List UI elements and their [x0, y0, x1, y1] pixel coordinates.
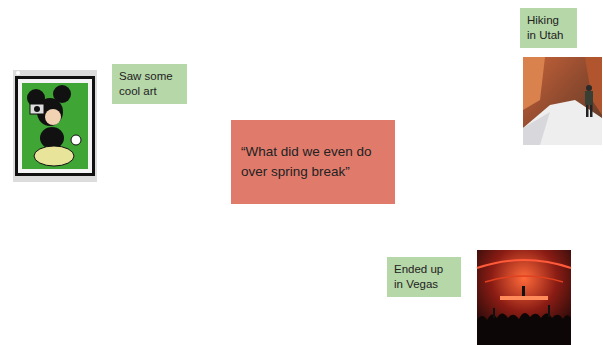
performer	[522, 286, 525, 296]
canyon-walls	[523, 57, 602, 145]
green-canvas	[22, 83, 88, 169]
caption-box: Ended up in Vegas	[387, 257, 461, 297]
picture-mat	[18, 79, 92, 173]
camera-lens	[34, 106, 40, 112]
hiker-head	[586, 85, 592, 91]
stage-light	[477, 260, 571, 268]
caption-box: Hiking in Utah	[520, 8, 577, 48]
box-text: “What did we even do over spring break”	[241, 142, 385, 181]
snowy-trail	[523, 100, 602, 145]
rock-pillar	[523, 57, 545, 110]
hiking-photo	[523, 57, 602, 145]
question-box: “What did we even do over spring break”	[231, 120, 395, 204]
art-photo	[13, 70, 97, 182]
stage-glow	[477, 250, 571, 345]
mouse-glove	[71, 135, 81, 145]
hiker-leg	[586, 105, 589, 117]
hiker-leg	[590, 105, 593, 117]
camera	[30, 104, 44, 114]
photo-background	[13, 70, 97, 182]
raised-arm	[548, 305, 550, 317]
stage-light	[485, 276, 563, 282]
hiker-body	[585, 91, 593, 105]
mouse-face	[45, 109, 61, 125]
box-text: Saw some cool art	[119, 69, 180, 99]
concert-photo	[477, 250, 571, 345]
light-reflection	[16, 71, 20, 75]
stage-edge	[500, 296, 548, 300]
box-text: Hiking in Utah	[527, 13, 570, 43]
box-text: Ended up in Vegas	[394, 262, 454, 292]
crowd	[477, 313, 571, 345]
raised-arm	[493, 308, 495, 318]
caption-box: Saw some cool art	[112, 64, 187, 104]
picture-frame	[15, 76, 95, 176]
snow-shadow	[523, 112, 550, 145]
mouse-pants	[34, 146, 74, 166]
